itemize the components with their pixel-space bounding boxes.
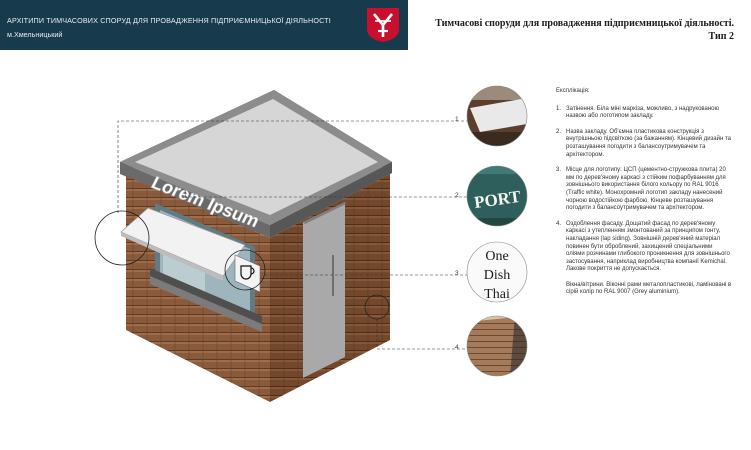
dish-line1: One: [485, 249, 508, 264]
callout-circle-1: [94, 210, 150, 266]
header-city: м.Хмельницький: [7, 30, 63, 39]
logo-plate: [234, 254, 261, 293]
callout-number-4: 4: [455, 344, 459, 351]
explication-item: 3. Місце для логотипу: ЦСП (цементно-стр…: [556, 167, 732, 213]
explication-item: 1. Затінення. Біла міні маркіза, можливо…: [556, 106, 732, 121]
coffee-cup-icon: [240, 265, 255, 280]
explication-item-text: Місце для логотипу: ЦСП (цементно-стружк…: [566, 167, 726, 212]
dish-line2: Dish: [484, 268, 510, 283]
awning: [120, 207, 246, 281]
document-title-line2: Тип 2: [708, 31, 734, 42]
thumbnail-port-sign: PORT: [467, 166, 527, 226]
explication-item-text: Оздоблення фасаду. Дощатий фасад по дере…: [566, 220, 730, 273]
explication-item: 4. Оздоблення фасаду. Дощатий фасад по д…: [556, 221, 732, 274]
header-title: Архітипи тимчасових споруд для проваджен…: [7, 16, 331, 25]
thumbnail-awning: [467, 86, 527, 146]
explication-item-number: 4.: [556, 220, 562, 227]
kiosk-right-facade: [270, 174, 390, 402]
explication-note: Вікна/вітрини. Віконні рами металопласти…: [566, 281, 732, 296]
explication-item-text: Затінення. Біла міні маркіза, можливо, з…: [566, 105, 720, 120]
explication-item-number: 1.: [556, 105, 562, 112]
explication-item-number: 3.: [556, 167, 562, 174]
thumbnail-logo-text: One Dish Thai: [467, 242, 527, 302]
thumbnail-siding: [467, 316, 527, 376]
kiosk-roof: [120, 90, 392, 238]
dish-line3: Thai: [484, 287, 510, 302]
document-title: Тимчасові споруди для провадження підпри…: [414, 17, 734, 43]
leader-lines: [117, 120, 467, 350]
explication: Експлікація: 1. Затінення. Біла міні мар…: [556, 88, 732, 297]
explication-heading: Експлікація:: [556, 88, 590, 94]
header-band: Архітипи тимчасових споруд для проваджен…: [0, 0, 408, 50]
document-title-line1: Тимчасові споруди для провадження підпри…: [435, 18, 734, 29]
explication-item-number: 2.: [556, 128, 562, 135]
khmelnytskyi-emblem-icon: [367, 8, 399, 42]
callout-circle-3: [224, 249, 266, 291]
callout-number-1: 1: [455, 116, 459, 123]
callout-number-2: 2: [455, 192, 459, 199]
explication-item: 2. Назва закладу. Об'ємна пластикова кон…: [556, 129, 732, 159]
callout-number-3: 3: [455, 270, 459, 277]
explication-item-text: Назва закладу. Об'ємна пластикова констр…: [566, 128, 731, 158]
